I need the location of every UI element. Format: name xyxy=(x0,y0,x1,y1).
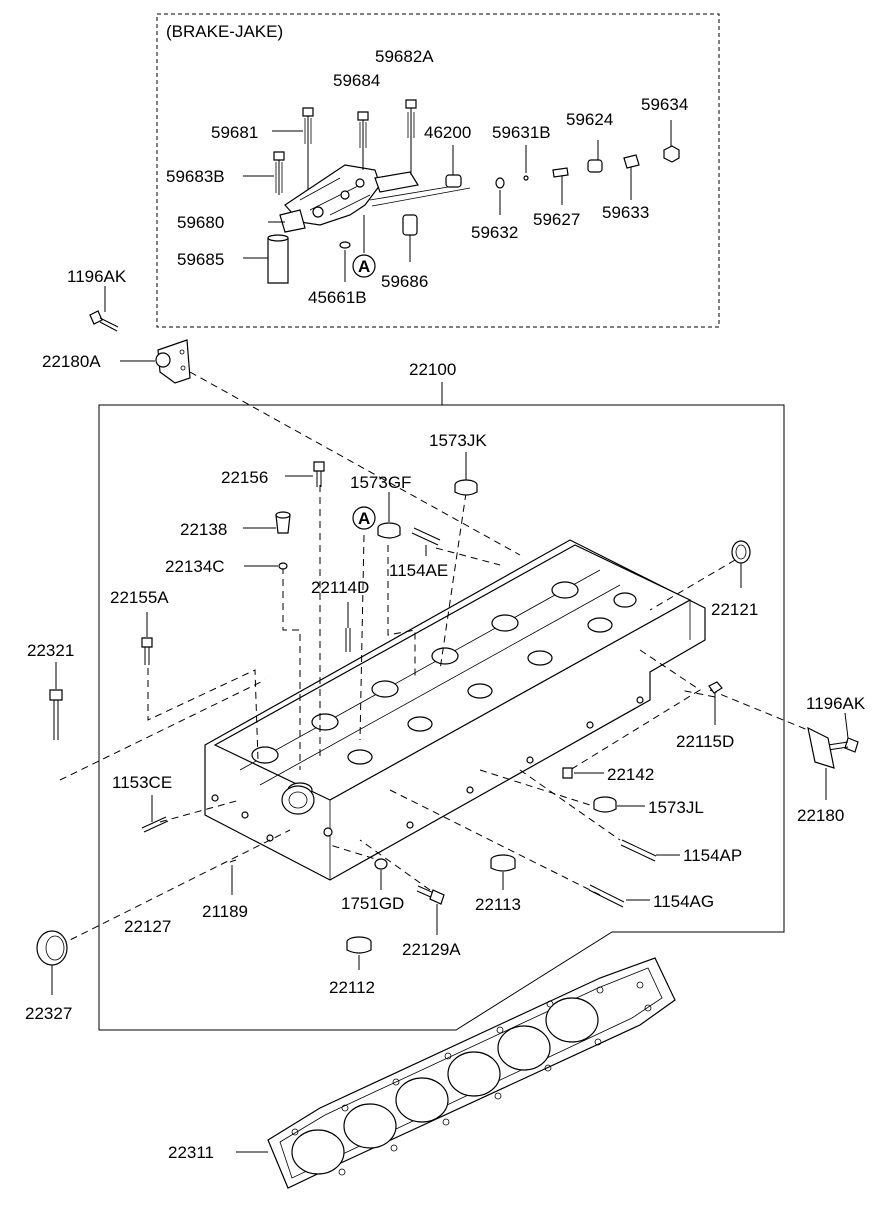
label-59680: 59680 xyxy=(177,213,224,232)
washer-1751GD xyxy=(374,858,388,890)
bolt-22321 xyxy=(49,662,63,740)
part-59633 xyxy=(623,154,640,200)
label-59686: 59686 xyxy=(381,272,428,291)
label-59624: 59624 xyxy=(566,110,613,129)
plug-22142 xyxy=(562,767,604,779)
label-22155A: 22155A xyxy=(110,588,169,607)
bracket-22180 xyxy=(807,726,835,800)
cap-1573JK xyxy=(454,452,478,496)
part-59624 xyxy=(587,140,603,173)
bracket-22180A xyxy=(155,339,191,384)
label-22327: 22327 xyxy=(25,1004,72,1023)
plug-22115D xyxy=(708,681,723,725)
plug-22112 xyxy=(346,936,372,970)
label-22311: 22311 xyxy=(168,1143,214,1162)
label-22156: 22156 xyxy=(221,468,268,487)
cylinder-head xyxy=(204,539,706,881)
brake-jake-inset: (BRAKE-JAKE) xyxy=(156,13,720,328)
label-59681: 59681 xyxy=(211,123,258,142)
bolt-59683B xyxy=(273,151,285,195)
main-assembly-outline xyxy=(98,404,785,1031)
bolt-22156 xyxy=(285,461,325,487)
seal-22121 xyxy=(731,540,751,588)
cap-1573JL xyxy=(593,796,645,813)
stud-22114D xyxy=(345,602,351,652)
bolt-22129A xyxy=(416,885,445,935)
label-1153CE: 1153CE xyxy=(112,773,172,792)
stud-1154AP xyxy=(620,839,680,862)
stud-1154AG xyxy=(588,884,650,908)
gasket-bolt-holes xyxy=(291,981,652,1176)
label-21189: 21189 xyxy=(202,902,248,921)
label-59631B: 59631B xyxy=(492,123,551,142)
label-22100: 22100 xyxy=(409,360,456,379)
label-22129A: 22129A xyxy=(402,940,461,959)
plug-22113 xyxy=(490,854,516,890)
label-22127: 22127 xyxy=(124,917,171,936)
part-45661B xyxy=(339,241,351,282)
part-46200 xyxy=(445,145,462,188)
label-22112: 22112 xyxy=(329,978,375,997)
marker-A-main: A xyxy=(352,506,376,530)
bolt-59681 xyxy=(302,107,314,190)
pin-21189 xyxy=(229,859,237,895)
label-59627: 59627 xyxy=(533,210,580,229)
oring-22134C xyxy=(244,562,288,570)
part-59627 xyxy=(552,167,569,205)
label-59684: 59684 xyxy=(333,71,380,90)
part-22138 xyxy=(243,511,291,534)
cap-1573GF xyxy=(377,492,401,539)
label-59633: 59633 xyxy=(602,203,649,222)
label-1573JL: 1573JL xyxy=(648,798,704,817)
label-59632: 59632 xyxy=(471,223,518,242)
label-45661B: 45661B xyxy=(308,288,367,307)
label-22321: 22321 xyxy=(27,641,74,660)
bolt-1196AK-right xyxy=(827,712,859,753)
part-59686 xyxy=(402,214,418,262)
label-59682A: 59682A xyxy=(375,47,434,66)
label-59685: 59685 xyxy=(177,250,224,269)
part-59631B xyxy=(523,145,529,181)
part-59634 xyxy=(663,120,680,163)
label-22142: 22142 xyxy=(607,765,654,784)
bolt-22155A xyxy=(141,612,153,665)
stud-1153CE xyxy=(141,795,169,833)
label-1573GF: 1573GF xyxy=(350,473,411,492)
stud-1154AE xyxy=(411,527,441,556)
label-59634: 59634 xyxy=(641,95,688,114)
label-1154AP: 1154AP xyxy=(683,846,742,865)
label-22138: 22138 xyxy=(180,520,227,539)
svg-text:A: A xyxy=(358,257,370,276)
bolt-1196AK-top xyxy=(89,286,119,332)
marker-A-inset: A xyxy=(352,215,376,278)
label-1154AE: 1154AE xyxy=(389,561,448,580)
brake-housing xyxy=(279,164,471,233)
seal-22327 xyxy=(36,930,68,995)
gasket-bores xyxy=(291,997,599,1175)
label-1196AK-right: 1196AK xyxy=(806,694,866,713)
label-22134C: 22134C xyxy=(165,557,225,576)
label-22121: 22121 xyxy=(711,600,758,619)
part-59685 xyxy=(267,234,289,284)
label-22115D: 22115D xyxy=(676,732,734,751)
head-gasket-22311 xyxy=(236,957,676,1189)
svg-text:A: A xyxy=(358,509,370,528)
label-1573JK: 1573JK xyxy=(429,431,487,450)
label-1154AG: 1154AG xyxy=(653,892,714,911)
brake-jake-title: (BRAKE-JAKE) xyxy=(166,22,283,41)
part-59632 xyxy=(495,177,505,215)
label-1751GD: 1751GD xyxy=(341,894,404,913)
label-1196AK-top: 1196AK xyxy=(67,267,127,286)
bolt-59682A xyxy=(405,99,417,175)
bolt-59684 xyxy=(357,111,369,170)
label-59683B: 59683B xyxy=(166,167,225,186)
label-22114D: 22114D xyxy=(311,578,369,597)
label-22113: 22113 xyxy=(475,895,521,914)
label-22180: 22180 xyxy=(797,806,844,825)
label-46200: 46200 xyxy=(424,123,471,142)
label-22180A: 22180A xyxy=(42,352,101,371)
assembly-leader-lines xyxy=(59,371,821,946)
